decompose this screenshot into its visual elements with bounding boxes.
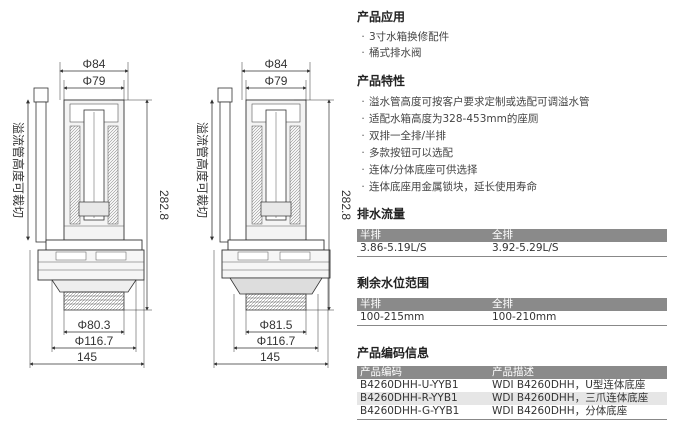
dim-bottom-outer: Φ116.7 bbox=[75, 334, 114, 348]
flow-table: 半排 全排 3.86-5.19L/S 3.92-5.29L/S bbox=[357, 229, 667, 255]
table-cell: B4260DHH-R-YYB1 bbox=[360, 392, 458, 404]
header-cell: 产品描述 bbox=[492, 366, 534, 378]
water-level-title: 剩余水位范围 bbox=[357, 276, 430, 290]
table-cell: 3.86-5.19L/S bbox=[360, 242, 427, 254]
feature-item: 溢水管高度可按客户要求定制或选配可调溢水管 bbox=[357, 94, 590, 109]
drawing-right: 溢流管高度可裁切 Φ84 Φ79 bbox=[195, 57, 352, 368]
feature-item: 适配水箱高度为328-453mm的座厕 bbox=[357, 111, 538, 126]
dim-width: 145 bbox=[77, 350, 97, 364]
valve-cage bbox=[245, 99, 307, 241]
feature-item: 多款按钮可以选配 bbox=[357, 145, 453, 160]
dim-bottom-outer: Φ116.7 bbox=[257, 334, 296, 348]
valve-technical-drawing: 溢流管高度可裁切 Φ84 Φ79 bbox=[11, 57, 352, 368]
valve-base bbox=[37, 239, 145, 311]
overflow-cap bbox=[33, 87, 49, 103]
features-title: 产品特性 bbox=[357, 74, 406, 88]
side-label: 溢流管高度可裁切 bbox=[11, 122, 26, 218]
divider bbox=[357, 419, 667, 420]
dim-top-inner: Φ79 bbox=[83, 74, 106, 88]
dim-top-outer: Φ84 bbox=[83, 57, 106, 71]
header-cell: 半排 bbox=[360, 229, 381, 241]
water-level-table: 半排 全排 100-215mm 100-210mm bbox=[357, 298, 667, 324]
side-label: 溢流管高度可裁切 bbox=[195, 122, 210, 218]
divider bbox=[357, 325, 667, 326]
table-cell: WDI B4260DHH，三爪连体底座 bbox=[492, 392, 649, 404]
table-cell: 100-215mm bbox=[360, 311, 425, 323]
dim-bottom-inner: Φ80.3 bbox=[78, 318, 111, 332]
dim-top-inner: Φ79 bbox=[265, 74, 288, 88]
flow-title: 排水流量 bbox=[357, 207, 406, 221]
header-cell: 产品编码 bbox=[360, 366, 402, 378]
header-cell: 全排 bbox=[492, 298, 513, 310]
table-header-row: 产品编码 产品描述 bbox=[357, 366, 667, 379]
table-cell: 3.92-5.29L/S bbox=[492, 242, 559, 254]
header-cell: 半排 bbox=[360, 298, 381, 310]
codes-title: 产品编码信息 bbox=[357, 346, 430, 360]
application-title: 产品应用 bbox=[357, 10, 406, 24]
table-row: 3.86-5.19L/S 3.92-5.29L/S bbox=[357, 242, 667, 255]
table-cell: WDI B4260DHH，分体底座 bbox=[492, 405, 628, 417]
table-cell: 100-210mm bbox=[492, 311, 557, 323]
dim-height: 282.8 bbox=[157, 190, 171, 220]
table-row: B4260DHH-G-YYB1 WDI B4260DHH，分体底座 bbox=[357, 405, 667, 418]
feature-item: 双排一全排/半排 bbox=[357, 128, 446, 143]
table-header-row: 半排 全排 bbox=[357, 229, 667, 242]
dim-bottom-inner: Φ81.5 bbox=[260, 318, 293, 332]
table-cell: B4260DHH-G-YYB1 bbox=[360, 405, 460, 417]
overflow-tube bbox=[35, 101, 47, 243]
dim-top-outer: Φ84 bbox=[265, 57, 288, 71]
header-cell: 全排 bbox=[492, 229, 513, 241]
valve-base bbox=[221, 239, 331, 311]
table-cell: B4260DHH-U-YYB1 bbox=[360, 379, 459, 391]
table-row: 100-215mm 100-210mm bbox=[357, 311, 667, 324]
table-header-row: 半排 全排 bbox=[357, 298, 667, 311]
table-cell: WDI B4260DHH，U型连体底座 bbox=[492, 379, 646, 391]
divider bbox=[357, 256, 667, 257]
application-item: 3寸水箱换修配件 bbox=[357, 29, 449, 44]
overflow-tube bbox=[219, 101, 231, 243]
valve-cage bbox=[63, 99, 125, 241]
drawing-left: 溢流管高度可裁切 Φ84 Φ79 bbox=[11, 57, 171, 368]
overflow-cap bbox=[217, 87, 233, 103]
dim-width: 145 bbox=[260, 350, 280, 364]
dim-height: 282.8 bbox=[339, 190, 352, 220]
feature-item: 连体底座用金属锁块，延长使用寿命 bbox=[357, 179, 537, 194]
table-row: B4260DHH-R-YYB1 WDI B4260DHH，三爪连体底座 bbox=[357, 392, 667, 405]
codes-table: 产品编码 产品描述 B4260DHH-U-YYB1 WDI B4260DHH，U… bbox=[357, 366, 667, 418]
table-row: B4260DHH-U-YYB1 WDI B4260DHH，U型连体底座 bbox=[357, 379, 667, 392]
application-item: 桶式排水阀 bbox=[357, 45, 422, 60]
feature-item: 连体/分体底座可供选择 bbox=[357, 162, 478, 177]
